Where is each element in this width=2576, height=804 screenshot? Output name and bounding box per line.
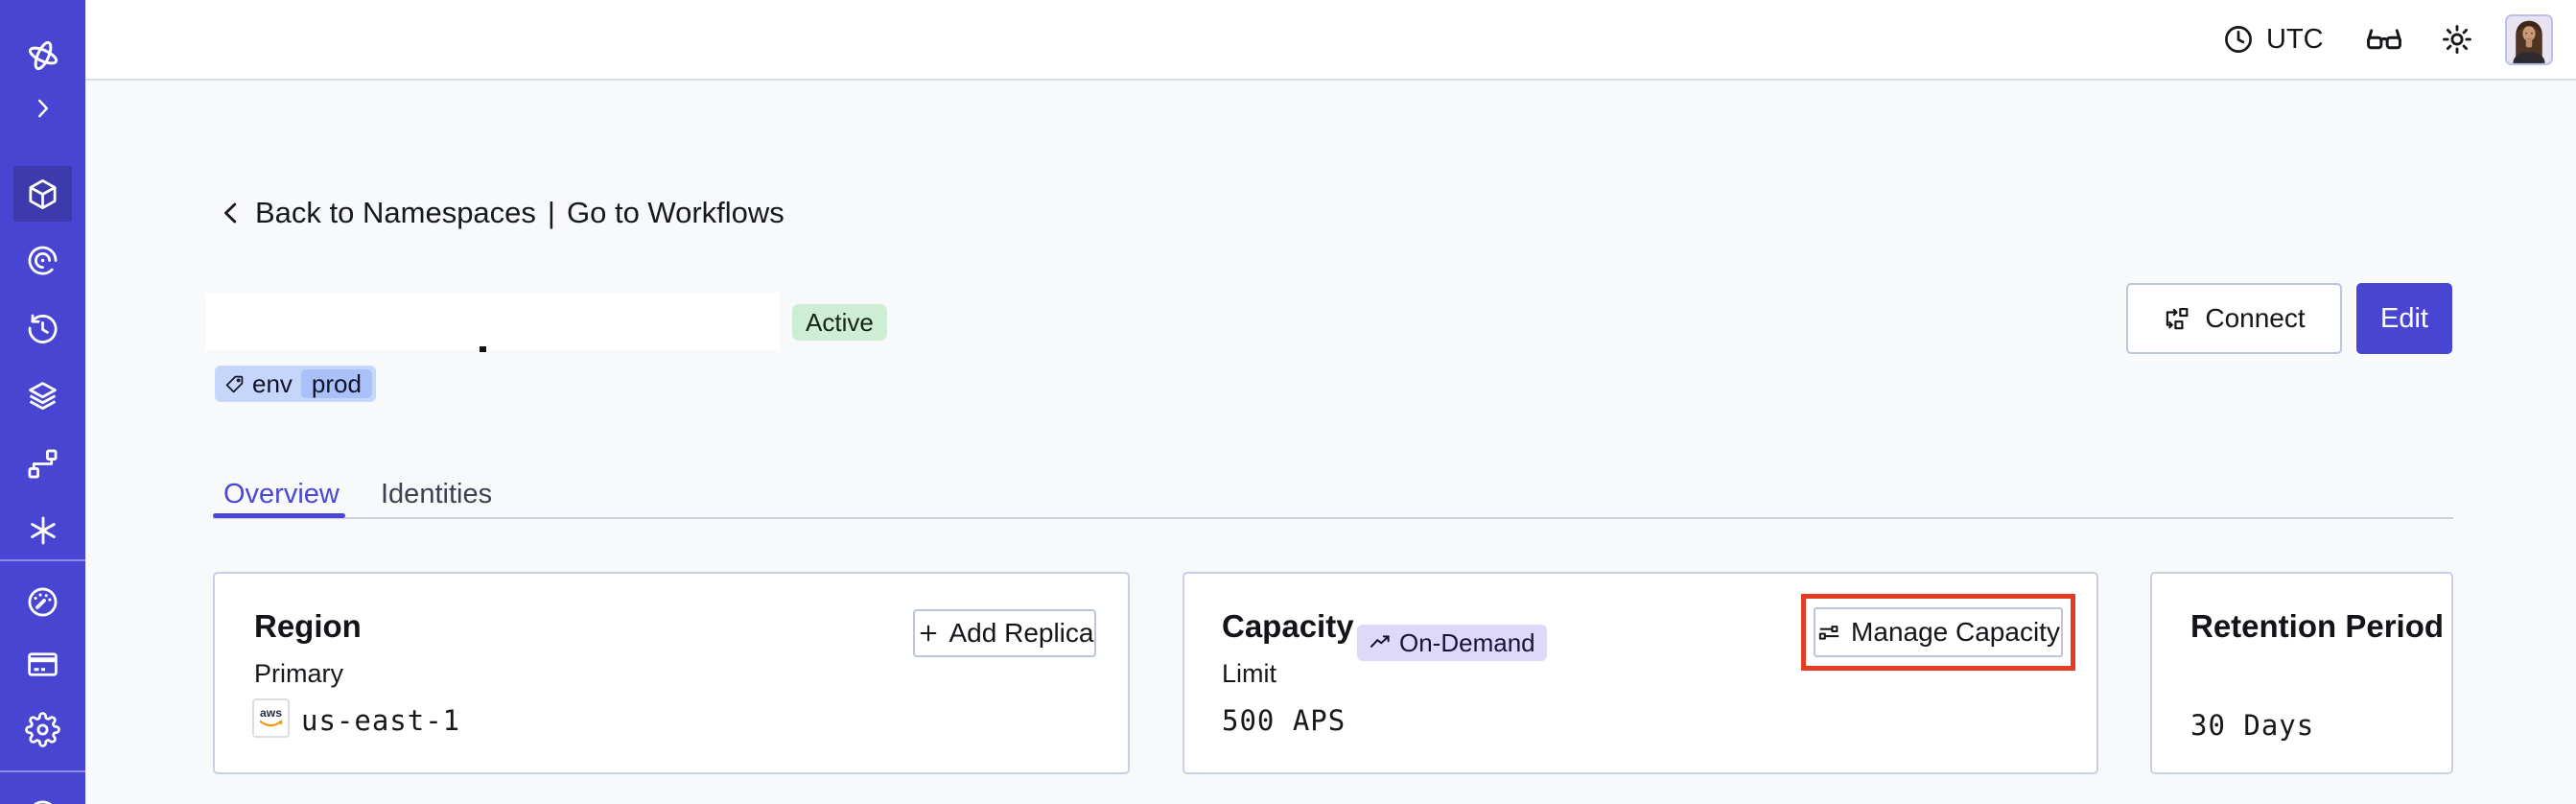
topbar: UTC — [85, 0, 2576, 81]
status-badge: Active — [792, 304, 887, 341]
ondemand-badge: On-Demand — [1357, 625, 1547, 661]
pipeline-branch-icon — [28, 449, 58, 478]
redaction-artifact — [480, 346, 486, 352]
aws-logo-icon: aws — [259, 706, 283, 727]
avatar-photo — [2507, 16, 2551, 63]
sidebar-divider — [0, 559, 85, 561]
namespace-name-redacted — [206, 293, 780, 350]
connect-button-label: Connect — [2205, 303, 2306, 333]
glasses-icon — [2367, 29, 2401, 50]
tag-key-label: env — [252, 368, 293, 398]
clock-icon — [2225, 26, 2252, 53]
gear-icon — [25, 711, 60, 747]
namespace-tag: env prod — [215, 366, 376, 402]
add-replica-label: Add Replica — [948, 618, 1094, 648]
sidebar-item-settings[interactable] — [0, 701, 85, 757]
manage-capacity-button[interactable]: Manage Capacity — [1814, 607, 2063, 657]
temporal-logo[interactable] — [0, 28, 85, 83]
region-card: Region Add Replica Primary aws us-east-1 — [213, 572, 1130, 774]
add-replica-button[interactable]: Add Replica — [913, 609, 1096, 657]
breadcrumb: Back to Namespaces | Go to Workflows — [217, 196, 785, 230]
sliders-icon — [1818, 625, 1839, 640]
sidebar-item-schedules[interactable] — [0, 301, 85, 357]
edit-button-label: Edit — [2380, 302, 2428, 334]
sidebar-divider — [0, 770, 85, 772]
plus-icon — [920, 625, 936, 642]
connect-button[interactable]: Connect — [2126, 283, 2342, 354]
sidebar-item-stacks[interactable] — [0, 367, 85, 423]
sidebar-item-deployments[interactable] — [0, 436, 85, 491]
region-value: us-east-1 — [301, 704, 461, 737]
manage-capacity-label: Manage Capacity — [1851, 617, 2060, 647]
annotation-highlight-box — [1801, 594, 2075, 671]
chevron-left-icon[interactable] — [217, 199, 246, 227]
timezone-label: UTC — [2266, 23, 2324, 55]
breadcrumb-divider: | — [547, 196, 555, 229]
retention-card: Retention Period 30 Days — [2150, 572, 2453, 774]
aws-provider-badge: aws — [252, 698, 290, 738]
clock-history-icon — [28, 314, 58, 343]
labs-toggle-button[interactable] — [2359, 0, 2409, 79]
breadcrumb-back-link[interactable]: Back to Namespaces — [255, 196, 536, 229]
tag-value-pill: prod — [300, 368, 372, 398]
active-tab-indicator — [213, 513, 345, 518]
capacity-card-title: Capacity — [1222, 608, 1354, 644]
capacity-value: 500 APS — [1222, 704, 1347, 737]
swirl-eye-icon — [28, 246, 58, 274]
sidebar-item-namespaces[interactable] — [13, 166, 72, 222]
sidebar-item-nexus[interactable] — [0, 503, 85, 558]
circle-icon — [33, 800, 53, 804]
aws-logo-text: aws — [260, 706, 282, 720]
tab-identities[interactable]: Identities — [381, 479, 493, 509]
edit-button[interactable]: Edit — [2356, 283, 2452, 354]
tag-value-label: prod — [311, 368, 362, 398]
credit-card-icon — [28, 651, 58, 676]
region-card-title: Region — [254, 608, 362, 644]
tag-icon — [225, 375, 244, 392]
ondemand-badge-label: On-Demand — [1399, 627, 1535, 657]
retention-value: 30 Days — [2190, 709, 2315, 742]
speedometer-icon — [28, 587, 58, 616]
limit-label: Limit — [1222, 659, 1277, 688]
sidebar-item-usage[interactable] — [0, 574, 85, 629]
primary-label: Primary — [254, 659, 343, 688]
asterisk-icon — [30, 516, 56, 545]
sidebar-item-billing[interactable] — [0, 636, 85, 692]
breadcrumb-workflows-link[interactable]: Go to Workflows — [566, 196, 785, 229]
sun-icon — [2443, 25, 2471, 54]
sidebar-item-monitors[interactable] — [0, 232, 85, 288]
sidebar-expand-button[interactable] — [0, 81, 85, 136]
sidebar-item-more[interactable] — [0, 787, 85, 804]
status-badge-label: Active — [806, 307, 874, 337]
avatar[interactable] — [2505, 14, 2553, 65]
capacity-card: Capacity On-Demand Manage Capacity Limit… — [1183, 572, 2098, 774]
connect-flow-icon — [2166, 307, 2189, 329]
layers-icon — [29, 381, 57, 410]
trending-up-icon — [1370, 635, 1390, 648]
theme-toggle-button[interactable] — [2434, 0, 2480, 79]
timezone-selector[interactable]: UTC — [2222, 0, 2324, 79]
sidebar — [0, 0, 85, 804]
tabs-border — [213, 517, 2453, 519]
tab-overview[interactable]: Overview — [223, 479, 340, 509]
retention-card-title: Retention Period — [2190, 608, 2445, 644]
chevron-right-icon — [37, 99, 48, 118]
temporal-logo-icon — [28, 40, 58, 71]
cube-icon — [29, 178, 57, 209]
